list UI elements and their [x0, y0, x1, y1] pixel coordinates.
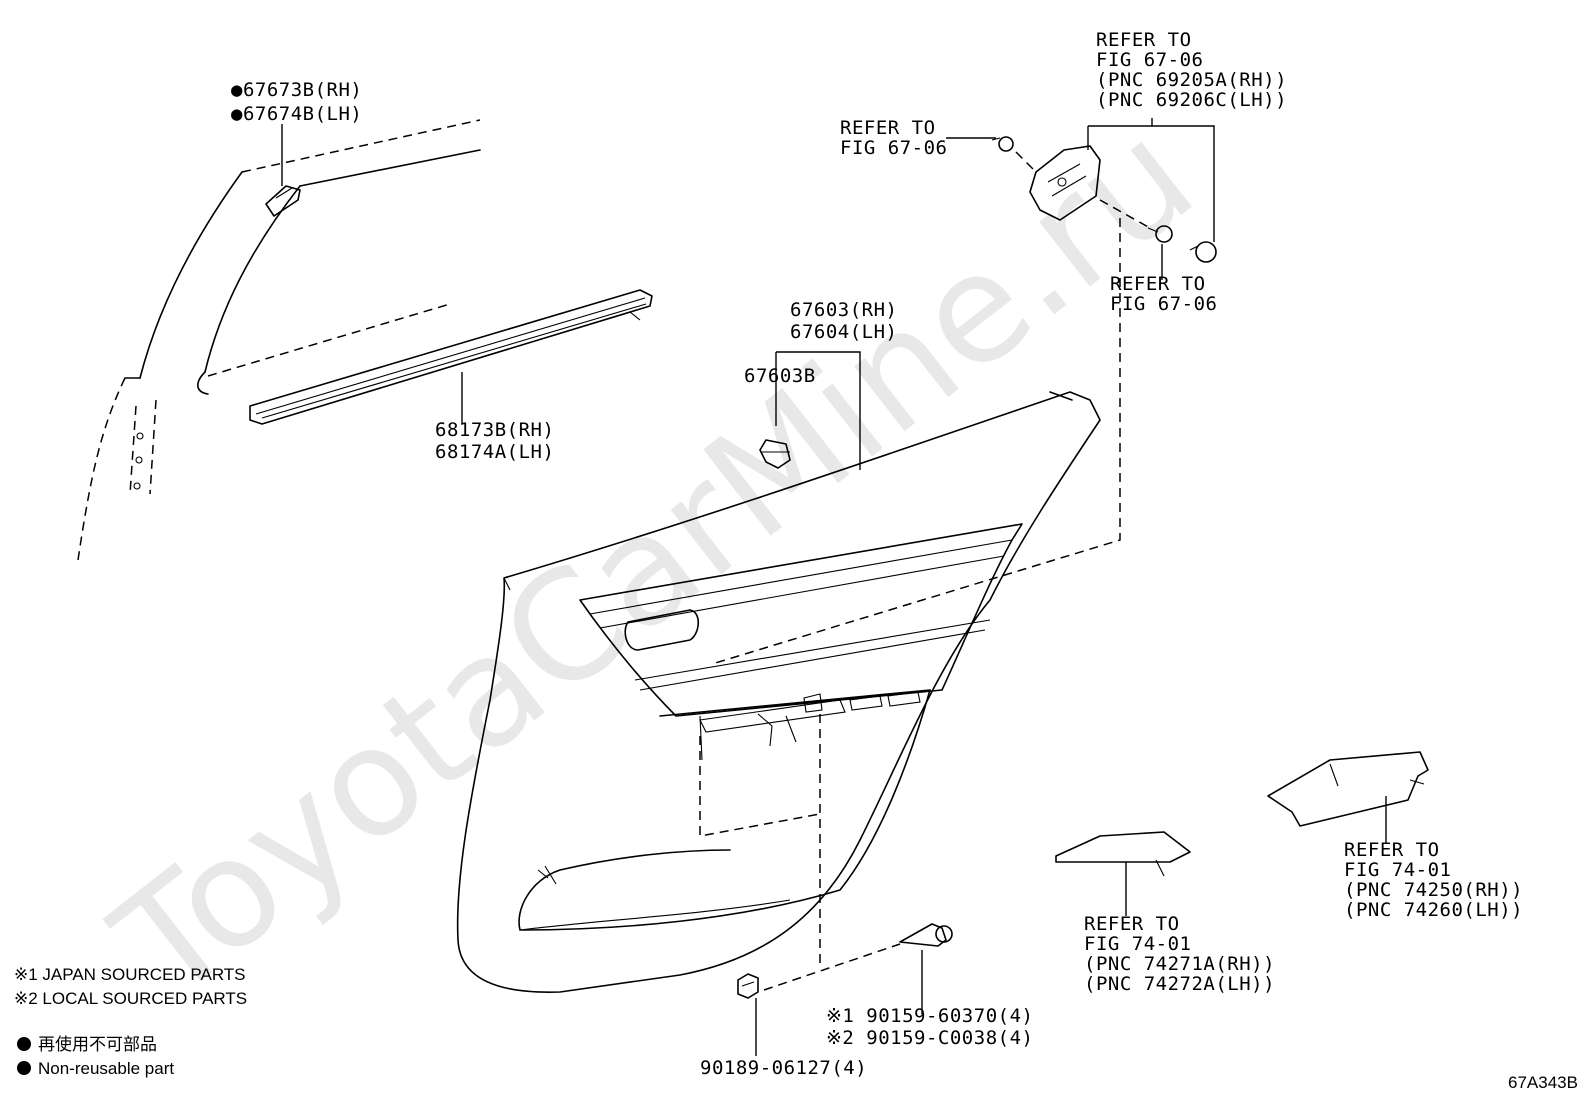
- clip-nut: [737, 973, 759, 999]
- armrest-ref-4: (PNC 74260(LH)): [1344, 899, 1523, 921]
- handle-ref-4: (PNC 69206C(LH)): [1096, 89, 1287, 111]
- screw-label-1: ※1 90159-60370(4): [826, 1005, 1033, 1027]
- figure-code: 67A343B: [1508, 1073, 1578, 1092]
- trim-clip: [759, 439, 791, 469]
- handle-ref-3: (PNC 69205A(RH)): [1096, 69, 1287, 91]
- weatherstrip-label-rh: 68173B(RH): [435, 419, 554, 441]
- nut-label: 90189-06127(4): [700, 1057, 867, 1079]
- inner-handle: [1029, 145, 1101, 221]
- handle-screw: [991, 136, 1014, 152]
- note-nonreusable-en: Non-reusable part: [38, 1059, 174, 1078]
- switch-ref-4: (PNC 74272A(LH)): [1084, 973, 1275, 995]
- handle-cap: [1189, 241, 1217, 263]
- door-frame: [77, 119, 481, 561]
- non-reusable-bullet-icon: [17, 1037, 31, 1051]
- switch-ref-3: (PNC 74271A(RH)): [1084, 953, 1275, 975]
- handle-screw-2: [1147, 225, 1173, 243]
- handle-ref-2: FIG 67-06: [1096, 49, 1203, 71]
- armrest-ref-1: REFER TO: [1344, 839, 1440, 861]
- moulding-clip-label-lh: ●67674B(LH): [231, 103, 362, 125]
- armrest-ref-3: (PNC 74250(RH)): [1344, 879, 1523, 901]
- note-local-sourced: ※2 LOCAL SOURCED PARTS: [14, 989, 247, 1008]
- handle-ref-1: REFER TO: [1096, 29, 1192, 51]
- screw-label-2: ※2 90159-C0038(4): [826, 1027, 1033, 1049]
- belt-weatherstrip: [249, 289, 653, 425]
- cap-ref-2: FIG 67-06: [1110, 293, 1217, 315]
- trim-board-label-rh: 67603(RH): [790, 299, 897, 321]
- trim-screw: [899, 923, 953, 947]
- screw-ref-2: FIG 67-06: [840, 137, 947, 159]
- note-nonreusable-jp: 再使用不可部品: [38, 1034, 157, 1054]
- switch-ref-2: FIG 74-01: [1084, 933, 1191, 955]
- non-reusable-bullet-icon-2: [17, 1061, 31, 1075]
- switch-base: [1055, 831, 1191, 916]
- door-trim-board: [456, 391, 1101, 993]
- weatherstrip-label-lh: 68174A(LH): [435, 441, 554, 463]
- armrest-ref-2: FIG 74-01: [1344, 859, 1451, 881]
- trim-board-label-lh: 67604(LH): [790, 321, 897, 343]
- note-japan-sourced: ※1 JAPAN SOURCED PARTS: [14, 965, 246, 984]
- moulding-clip: [265, 124, 301, 217]
- moulding-clip-label-rh: ●67673B(RH): [231, 79, 362, 101]
- trim-clip-label: 67603B: [744, 365, 816, 387]
- screw-ref-1: REFER TO: [840, 117, 936, 139]
- cap-ref-1: REFER TO: [1110, 273, 1206, 295]
- switch-ref-1: REFER TO: [1084, 913, 1180, 935]
- watermark: ToyotaCarMine.ru: [84, 89, 1225, 1033]
- armrest: [1267, 751, 1429, 844]
